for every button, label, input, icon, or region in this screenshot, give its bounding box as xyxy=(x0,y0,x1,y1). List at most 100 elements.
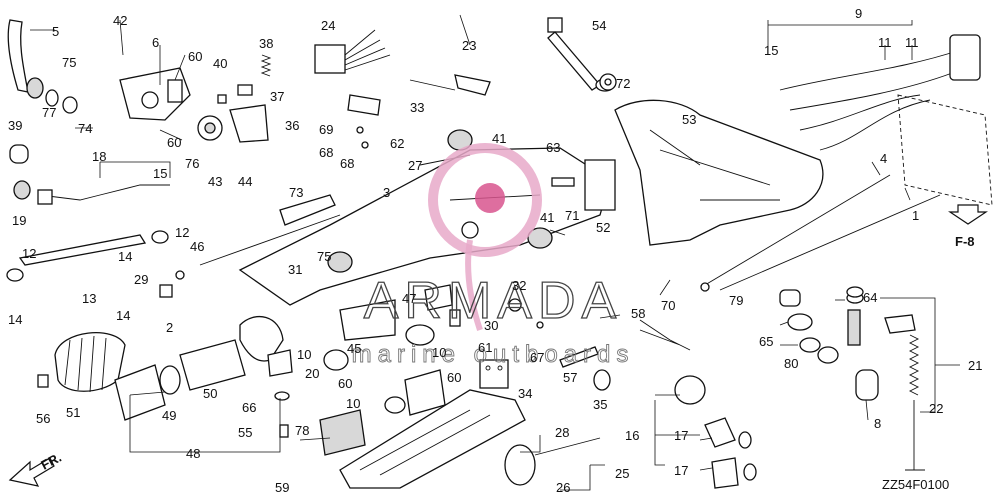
callout: 71 xyxy=(565,208,579,223)
callout: 67 xyxy=(530,350,544,365)
callout: 11 xyxy=(905,35,919,50)
callout: 33 xyxy=(410,100,424,115)
callout: 5 xyxy=(52,24,59,39)
callout: 75 xyxy=(62,55,76,70)
callout: 64 xyxy=(863,290,877,305)
callout: 49 xyxy=(162,408,176,423)
callout: 58 xyxy=(631,306,645,321)
callout: 41 xyxy=(492,131,506,146)
callout: 21 xyxy=(968,358,982,373)
callout: 56 xyxy=(36,411,50,426)
callout: 36 xyxy=(285,118,299,133)
callout: 55 xyxy=(238,425,252,440)
callout: 18 xyxy=(92,149,106,164)
callout: 78 xyxy=(295,423,309,438)
callout: 39 xyxy=(8,118,22,133)
callout: 61 xyxy=(478,340,492,355)
callout: 45 xyxy=(347,341,361,356)
callout: 65 xyxy=(759,334,773,349)
callout: 76 xyxy=(185,156,199,171)
callout: 30 xyxy=(484,318,498,333)
callout-numbers: 1 2 3 4 5 6 8 9 10 10 10 11 11 12 12 13 … xyxy=(8,6,982,495)
callout: 60 xyxy=(338,376,352,391)
callout: 69 xyxy=(319,122,333,137)
callout: 41 xyxy=(540,210,554,225)
callout: 9 xyxy=(855,6,862,21)
callout: 6 xyxy=(152,35,159,50)
callout: 74 xyxy=(78,121,92,136)
watermark-tagline: marine outboards xyxy=(352,341,635,368)
callout: 37 xyxy=(270,89,284,104)
callout: 17 xyxy=(674,463,688,478)
callout: 42 xyxy=(113,13,127,28)
callout: 48 xyxy=(186,446,200,461)
callout: 12 xyxy=(175,225,189,240)
callout: 4 xyxy=(880,151,887,166)
callout: 43 xyxy=(208,174,222,189)
callout: 51 xyxy=(66,405,80,420)
callout: 79 xyxy=(729,293,743,308)
callout: 24 xyxy=(321,18,335,33)
callout: 80 xyxy=(784,356,798,371)
callout: 62 xyxy=(390,136,404,151)
callout: 52 xyxy=(596,220,610,235)
callout: 20 xyxy=(305,366,319,381)
callout: 44 xyxy=(238,174,252,189)
callout: 23 xyxy=(462,38,476,53)
callout: 16 xyxy=(625,428,639,443)
callout: 11 xyxy=(878,35,892,50)
callout: 46 xyxy=(190,239,204,254)
watermark-swoosh xyxy=(465,239,483,331)
callout: 60 xyxy=(447,370,461,385)
leader-lines xyxy=(30,14,960,491)
callout: 19 xyxy=(12,213,26,228)
callout: 60 xyxy=(188,49,202,64)
front-arrow: FR. xyxy=(8,450,64,487)
watermark: ARMADA marine outboards xyxy=(351,143,635,368)
callout: 47 xyxy=(402,291,416,306)
callout: 68 xyxy=(319,145,333,160)
reference-arrow: F-8 xyxy=(948,204,988,249)
callout: 29 xyxy=(134,272,148,287)
callout: 27 xyxy=(408,158,422,173)
callout: 57 xyxy=(563,370,577,385)
callout: 66 xyxy=(242,400,256,415)
callout: 25 xyxy=(615,466,629,481)
callout: 31 xyxy=(288,262,302,277)
callout: 75 xyxy=(317,249,331,264)
callout: 40 xyxy=(213,56,227,71)
watermark-ring xyxy=(428,143,542,257)
callout: 54 xyxy=(592,18,606,33)
callout: 12 xyxy=(22,246,36,261)
callout: 28 xyxy=(555,425,569,440)
watermark-brand: ARMADA xyxy=(364,272,622,330)
callout: 63 xyxy=(546,140,560,155)
callout: 60 xyxy=(167,135,181,150)
callout: 34 xyxy=(518,386,532,401)
callout: 15 xyxy=(153,166,167,181)
callout: 10 xyxy=(346,396,360,411)
watermark-dot xyxy=(475,183,505,213)
callout: 10 xyxy=(297,347,311,362)
callout: 10 xyxy=(432,345,446,360)
callout: 35 xyxy=(593,397,607,412)
callout: 53 xyxy=(682,112,696,127)
callout: 38 xyxy=(259,36,273,51)
callout: 22 xyxy=(929,401,943,416)
callout: 68 xyxy=(340,156,354,171)
callout: 32 xyxy=(512,278,526,293)
callout: 15 xyxy=(764,43,778,58)
callout: 77 xyxy=(42,105,56,120)
callout: 14 xyxy=(118,249,132,264)
callout: 3 xyxy=(383,185,390,200)
part-drawings xyxy=(6,17,993,489)
callout: 26 xyxy=(556,480,570,495)
callout: 17 xyxy=(674,428,688,443)
callout: 2 xyxy=(166,320,173,335)
callout: 1 xyxy=(912,208,919,223)
callout: 8 xyxy=(874,416,881,431)
callout: 70 xyxy=(661,298,675,313)
drawing-code: ZZ54F0100 xyxy=(882,477,949,492)
callout: 59 xyxy=(275,480,289,495)
